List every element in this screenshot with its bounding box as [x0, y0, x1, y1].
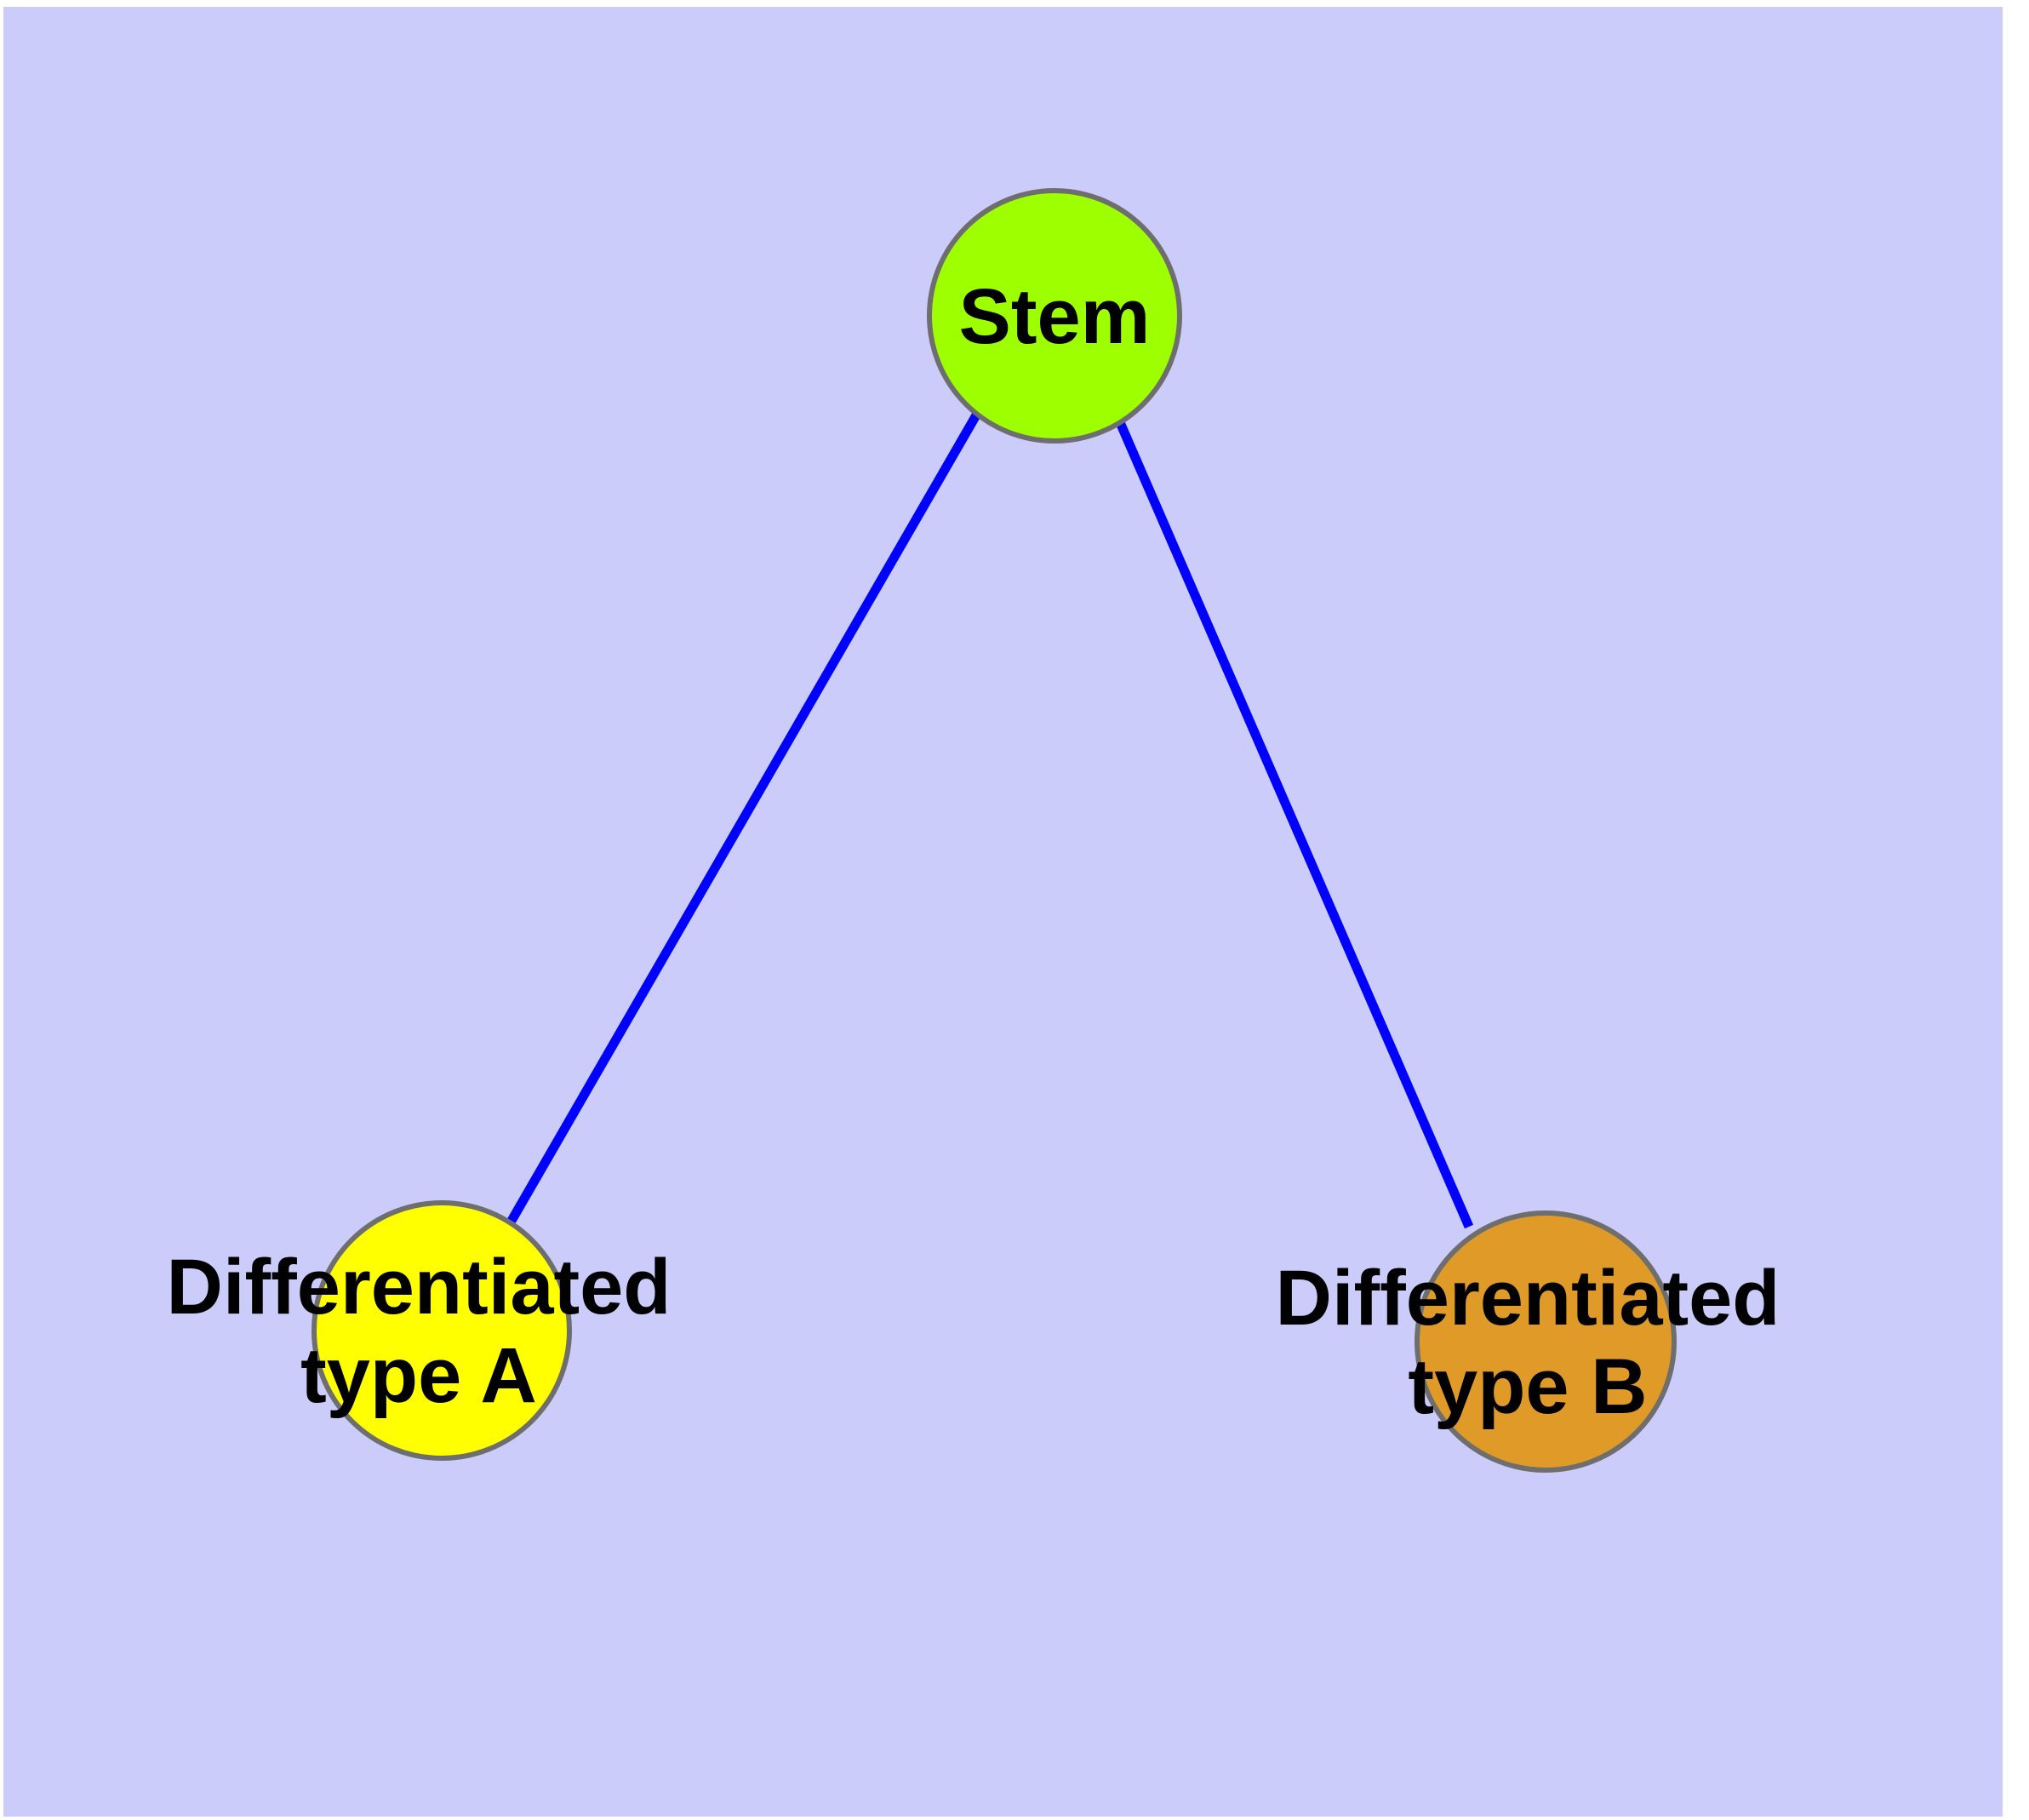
node-label-line: type A [300, 1332, 537, 1419]
node-label-line: type B [1408, 1343, 1647, 1430]
node-label-line: Differentiated [167, 1244, 672, 1331]
node-stem[interactable] [927, 188, 1182, 444]
edge-stem-to-diff-a[interactable] [507, 411, 981, 1223]
node-label-line: Differentiated [1276, 1255, 1780, 1342]
node-label-line: Stem [959, 273, 1151, 360]
edge-stem-to-diff-b[interactable] [1114, 418, 1474, 1229]
node-diff-b[interactable] [1415, 1210, 1677, 1473]
node-label-stem: Stem [959, 273, 1151, 360]
edges-layer [507, 411, 1474, 1229]
nodes-layer [311, 188, 1677, 1473]
node-diff-a[interactable] [311, 1200, 572, 1461]
